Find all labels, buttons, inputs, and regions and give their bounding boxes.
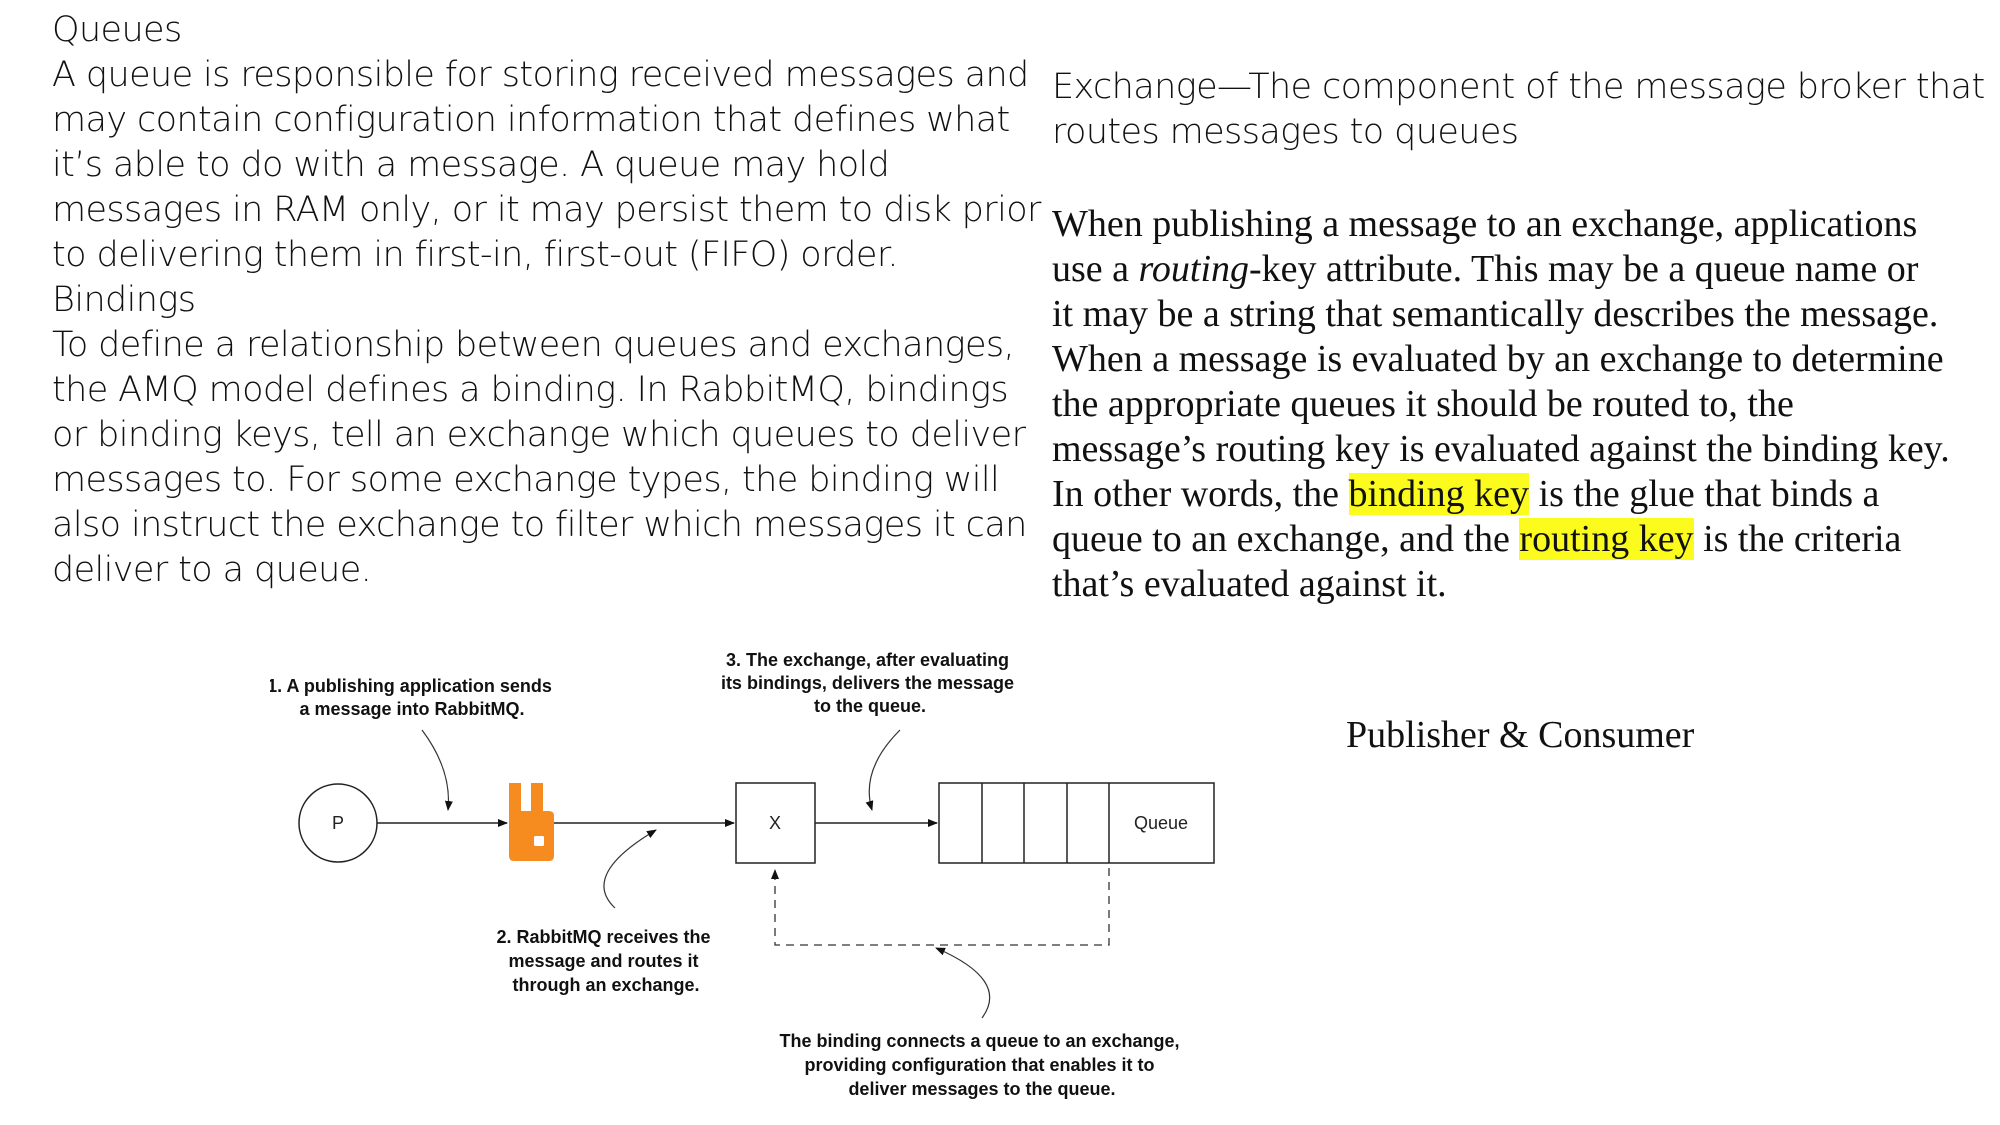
para-text: is the criteria xyxy=(1693,518,1902,560)
exchange-definition: Exchange—The component of the message br… xyxy=(1052,65,2000,155)
bindings-line: messages to. For some exchange types, th… xyxy=(52,460,1000,500)
left-text-column: Queues A queue is responsible for storin… xyxy=(52,8,1041,593)
para-text: In other words, the xyxy=(1052,473,1349,515)
para-text: is the glue that binds a xyxy=(1529,473,1880,515)
para-line: When a message is evaluated by an exchan… xyxy=(1052,338,1944,380)
exchange-box xyxy=(735,782,816,864)
queues-line: it’s able to do with a message. A queue … xyxy=(52,145,890,185)
exchange-line: Exchange—The component of the message br… xyxy=(1052,67,1985,107)
para-line: In other words, the binding key is the g… xyxy=(1052,472,2000,517)
callout-step-3 xyxy=(865,729,901,811)
para-emphasis: routing xyxy=(1138,248,1250,290)
para-text: queue to an exchange, and the xyxy=(1052,518,1520,560)
caption-step-3: 3. The exchange, after evaluating its bi… xyxy=(721,650,1019,716)
callout-binding xyxy=(935,947,991,1019)
para-line: queue to an exchange, and the routing ke… xyxy=(1052,517,2000,562)
binding-dashed-link xyxy=(771,868,1110,946)
callout-step-1 xyxy=(421,729,453,811)
queues-line: to delivering them in first-in, first-ou… xyxy=(52,235,899,275)
bindings-line: the AMQ model defines a binding. In Rabb… xyxy=(52,370,1009,410)
highlight-routing-key: routing key xyxy=(1519,518,1694,560)
exchange-line: routes messages to queues xyxy=(1052,112,1519,152)
para-line: the appropriate queues it should be rout… xyxy=(1052,383,1794,425)
bindings-line: To define a relationship between queues … xyxy=(52,325,1015,365)
para-line: When publishing a message to an exchange… xyxy=(1052,203,1918,245)
queues-line: messages in RAM only, or it may persist … xyxy=(52,190,1041,230)
bindings-line: or binding keys, tell an exchange which … xyxy=(52,415,1026,455)
queues-line: A queue is responsible for storing recei… xyxy=(52,55,1029,95)
publisher-consumer-label: Publisher & Consumer xyxy=(1346,714,1695,756)
para-line: use a routing-key attribute. This may be… xyxy=(1052,247,2000,292)
para-line: it may be a string that semantically des… xyxy=(1052,293,1939,335)
caption-step-1: 1. A publishing application sends a mess… xyxy=(270,676,557,719)
caption-binding: The binding connects a queue to an excha… xyxy=(779,1031,1184,1099)
queue-label: Queue xyxy=(1134,813,1188,833)
rabbitmq-logo-icon xyxy=(509,783,554,861)
para-text: -key attribute. This may be a queue name… xyxy=(1249,248,1919,290)
caption-step-2: 2. RabbitMQ receives the message and rou… xyxy=(496,927,715,995)
publisher-label: P xyxy=(332,813,344,833)
queues-line: may contain configuration information th… xyxy=(52,100,1010,140)
queues-heading: Queues xyxy=(52,10,182,50)
para-line: that’s evaluated against it. xyxy=(1052,563,1447,605)
bindings-line: deliver to a queue. xyxy=(52,550,372,590)
bindings-line: also instruct the exchange to filter whi… xyxy=(52,505,1027,545)
routing-key-paragraph: When publishing a message to an exchange… xyxy=(1052,202,2000,607)
para-line: message’s routing key is evaluated again… xyxy=(1052,428,1950,470)
bindings-heading: Bindings xyxy=(52,280,196,320)
highlight-binding-key: binding key xyxy=(1348,473,1530,515)
para-text: use a xyxy=(1052,248,1139,290)
rabbitmq-flow-diagram: 1. A publishing application sends a mess… xyxy=(270,650,1215,1099)
callout-step-2 xyxy=(603,829,657,909)
queue-box xyxy=(938,782,1215,864)
exchange-label: X xyxy=(769,813,781,833)
